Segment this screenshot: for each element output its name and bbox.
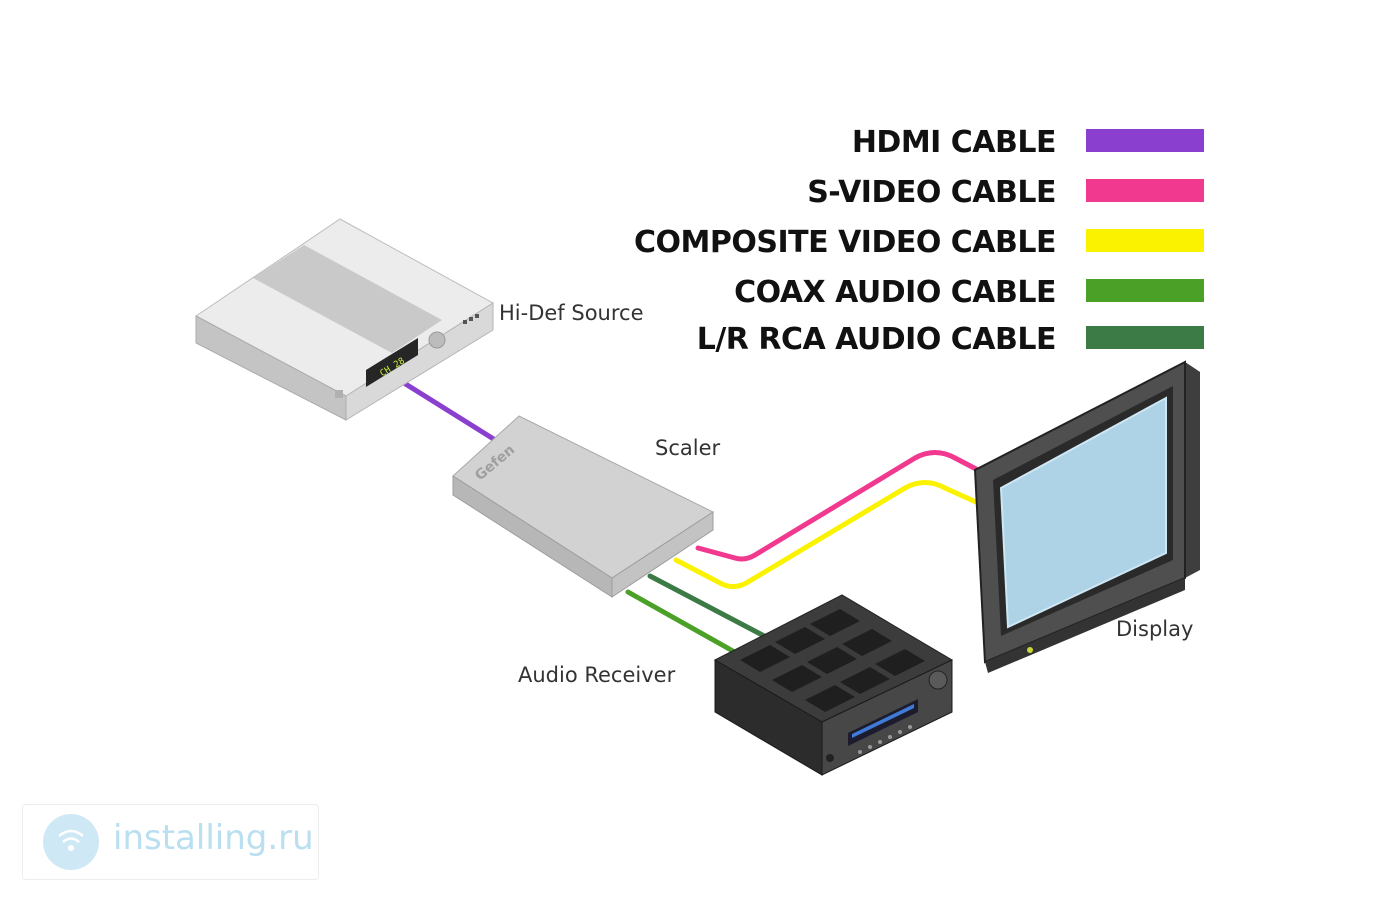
scaler-device: Gefen: [452, 415, 715, 598]
legend-item-hdmi: HDMI CABLE: [852, 125, 1204, 160]
svideo-cable: [695, 450, 981, 562]
composite-cable: [673, 480, 979, 590]
cables: [393, 375, 981, 658]
legend-item-rca: L/R RCA AUDIO CABLE: [697, 322, 1204, 357]
legend-label-coax: COAX AUDIO CABLE: [734, 275, 1056, 310]
legend-swatch-rca: [1086, 326, 1204, 349]
coax-audio-cable: [625, 589, 743, 658]
audio-receiver-device: [713, 594, 954, 776]
legend-label-composite: COMPOSITE VIDEO CABLE: [634, 225, 1056, 260]
legend-item-coax: COAX AUDIO CABLE: [734, 275, 1204, 310]
legend-swatch-coax: [1086, 279, 1204, 302]
legend-label-rca: L/R RCA AUDIO CABLE: [697, 322, 1056, 357]
scaler-label: Scaler: [655, 436, 720, 460]
legend-item-composite: COMPOSITE VIDEO CABLE: [634, 225, 1204, 260]
hi-def-source-label: Hi-Def Source: [499, 301, 644, 325]
hi-def-source-device: CH 28: [195, 218, 494, 421]
legend-swatch-svideo: [1086, 179, 1204, 202]
legend-swatch-composite: [1086, 229, 1204, 252]
wifi-globe-logo-icon: [43, 814, 99, 870]
legend-label-svideo: S-VIDEO CABLE: [807, 175, 1056, 210]
legend-swatch-hdmi: [1086, 129, 1204, 152]
legend-item-svideo: S-VIDEO CABLE: [807, 175, 1204, 210]
audio-receiver-label: Audio Receiver: [518, 663, 676, 687]
legend: HDMI CABLE S-VIDEO CABLE COMPOSITE VIDEO…: [634, 125, 1204, 357]
watermark: installing.ru: [22, 804, 319, 880]
display-label: Display: [1116, 617, 1193, 641]
display-device: [973, 360, 1200, 673]
rca-audio-cable: [647, 573, 771, 641]
watermark-text: installing.ru: [113, 818, 314, 858]
legend-label-hdmi: HDMI CABLE: [852, 125, 1056, 160]
hdmi-cable: [393, 375, 503, 446]
